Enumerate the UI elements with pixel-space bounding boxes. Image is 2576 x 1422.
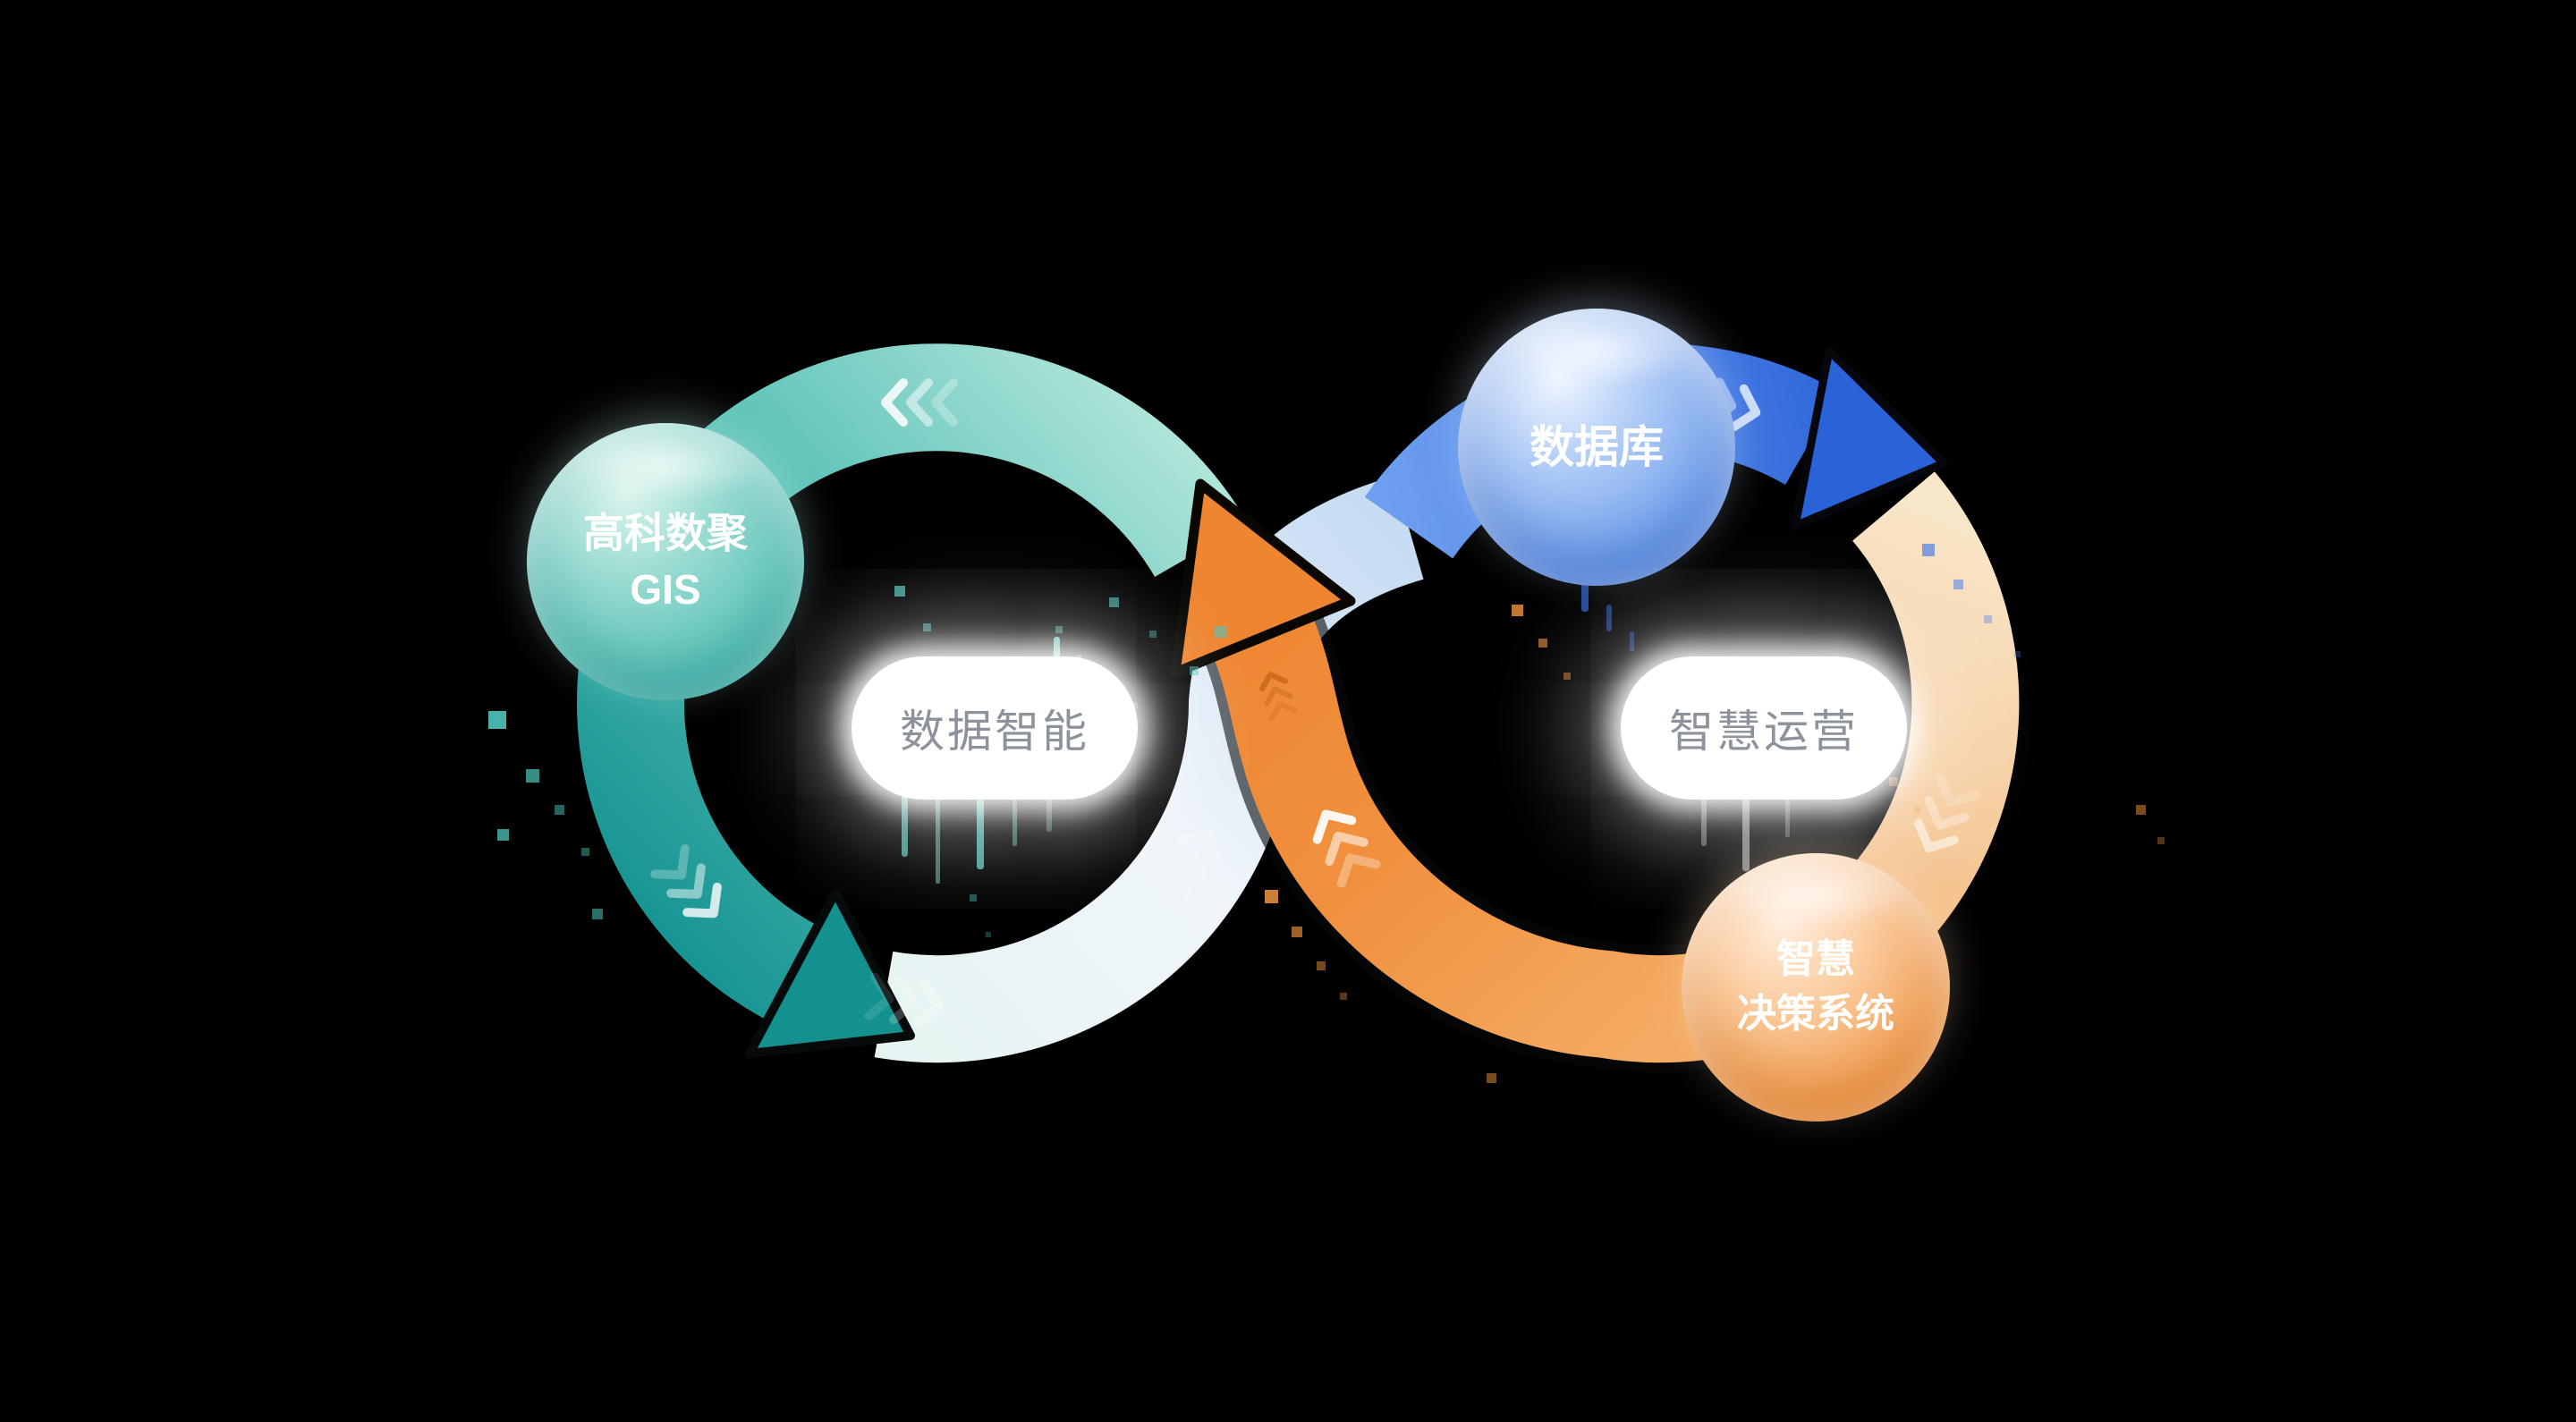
- scatter-dots-teal: [488, 586, 1226, 937]
- node-gis-label: 高科数聚 GIS: [583, 505, 748, 619]
- node-decision-sphere: 智慧 决策系统: [1682, 853, 1950, 1122]
- node-decision-line1: 智慧: [1776, 937, 1855, 982]
- scatter-dots-blue: [1922, 544, 2021, 657]
- stage-label-smart-operation-text: 智慧运营: [1669, 707, 1859, 757]
- node-database-line1: 数据库: [1530, 421, 1664, 472]
- node-gis-sphere: 高科数聚 GIS: [527, 423, 804, 700]
- node-gis-line1: 高科数聚: [583, 509, 748, 556]
- stage-label-data-intelligence: 数据智能: [852, 656, 1138, 800]
- node-database-sphere: 数据库: [1458, 309, 1735, 586]
- stage-label-data-intelligence-text: 数据智能: [900, 707, 1089, 757]
- node-gis-line2: GIS: [630, 566, 701, 613]
- node-database-label: 数据库: [1530, 417, 1664, 478]
- orange-arrowhead-icon: [1170, 478, 1356, 678]
- data-streaks: [902, 572, 1790, 884]
- node-decision-label: 智慧 决策系统: [1737, 933, 1894, 1041]
- blue-arrowhead-icon: [1791, 346, 1948, 530]
- node-decision-line2: 决策系统: [1737, 992, 1894, 1036]
- stage-label-smart-operation: 智慧运营: [1621, 656, 1907, 800]
- scatter-dots-orange: [1265, 605, 2165, 1083]
